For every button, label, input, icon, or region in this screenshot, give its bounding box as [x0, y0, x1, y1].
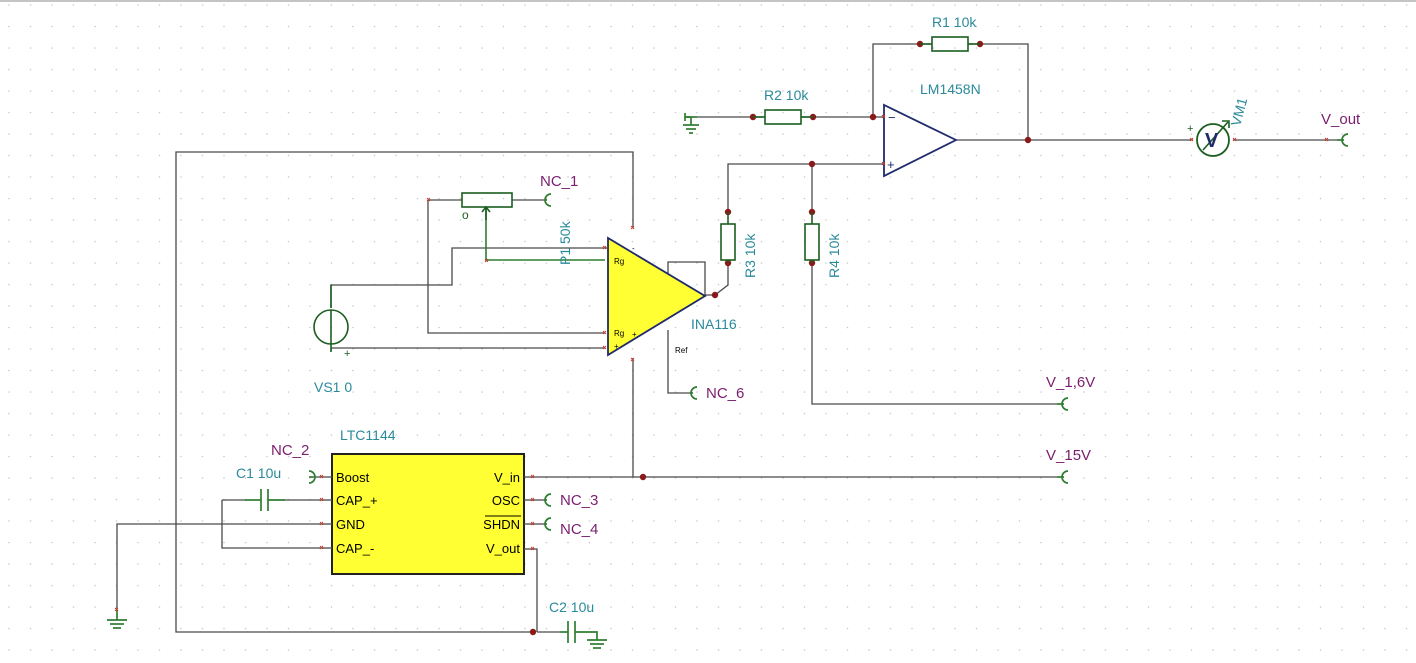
ina-pin-minus: - [632, 244, 635, 253]
voltmeter-vm1[interactable]: V + VM1 [1187, 96, 1250, 157]
connector-nc-1[interactable]: NC_1 [540, 173, 578, 207]
connector-nc-6[interactable]: NC_6 [690, 385, 744, 402]
ltc-pin-shdn: SHDN [483, 517, 520, 532]
r1-label: R1 10k [932, 14, 977, 30]
capacitor-c2[interactable]: C2 10u [549, 599, 598, 643]
pin-markers [114, 114, 1329, 612]
connector-v-out[interactable]: V_out [1321, 111, 1361, 147]
ina-pin-rg-top: Rg [614, 257, 624, 266]
ltc-pin-v-in: V_in [494, 470, 520, 485]
connector-v-15v[interactable]: V_15V [1046, 447, 1091, 484]
connector-nc-3[interactable]: NC_3 [544, 492, 598, 509]
connector-nc-4[interactable]: NC_4 [544, 517, 598, 538]
ina-pin-rg-bottom: Rg [614, 329, 624, 338]
voltmeter-symbol: V [1205, 130, 1219, 152]
ltc-pin-boost: Boost [336, 470, 370, 485]
ina116-label: INA116 [691, 316, 737, 332]
r3-label: R3 10k [742, 233, 758, 278]
capacitor-c1[interactable]: C1 10u [236, 465, 285, 511]
nc-3-label: NC_3 [560, 492, 598, 509]
ltc-pin-cap-minus: CAP_- [336, 541, 374, 556]
potentiometer-p1[interactable]: o P1 50k [461, 192, 573, 265]
v-15v-label: V_15V [1046, 447, 1091, 464]
p1-label: P1 50k [557, 220, 573, 265]
lm1458n-label: LM1458N [920, 81, 981, 97]
c1-label: C1 10u [236, 465, 281, 481]
lm1458n-opamp[interactable]: − + LM1458N [883, 81, 981, 178]
ltc1144-label: LTC1144 [340, 427, 396, 443]
resistor-r1[interactable]: R1 10k [920, 14, 980, 52]
nc-2-label: NC_2 [271, 442, 309, 459]
ground-icon [587, 639, 607, 649]
ina-pin-plus: + [614, 342, 619, 351]
wires [116, 43, 1337, 633]
opamp-minus: − [888, 110, 896, 125]
ground-icon [107, 610, 127, 629]
r2-label: R2 10k [764, 87, 809, 103]
vs1-label: VS1 0 [314, 379, 352, 395]
voltage-source-vs1[interactable]: + VS1 0 [313, 285, 352, 395]
nc-4-label: NC_4 [560, 521, 598, 538]
ina116-amplifier[interactable]: Rg - Rg + + Ref INA116 [605, 236, 737, 357]
ltc-pin-v-out: V_out [486, 541, 520, 556]
ground-icon [683, 113, 699, 134]
ltc-pin-gnd: GND [336, 517, 365, 532]
nc-1-label: NC_1 [540, 173, 578, 190]
ina-pin-ref: Ref [675, 346, 688, 355]
voltmeter-plus: + [1187, 123, 1193, 135]
c2-label: C2 10u [549, 599, 594, 615]
v-out-label: V_out [1321, 111, 1361, 128]
resistor-r2[interactable]: R2 10k [753, 87, 813, 125]
opamp-plus: + [887, 157, 895, 172]
vm1-label: VM1 [1227, 96, 1250, 128]
connector-nc-2[interactable]: NC_2 [271, 442, 316, 484]
connector-v-1-6v[interactable]: V_1,6V [1046, 374, 1095, 411]
r4-label: R4 10k [826, 233, 842, 278]
pot-wiper-marker: o [462, 208, 469, 222]
nc-6-label: NC_6 [706, 385, 744, 402]
vs1-plus: + [344, 348, 350, 360]
ina-pin-plus-in: + [632, 330, 637, 339]
resistor-r3[interactable]: R3 10k [720, 212, 758, 278]
ltc-pin-osc: OSC [492, 493, 520, 508]
v-1-6v-label: V_1,6V [1046, 374, 1095, 391]
ltc-pin-cap-plus: CAP_+ [336, 493, 378, 508]
resistor-r4[interactable]: R4 10k [804, 212, 842, 278]
ltc1144-chip[interactable]: Boost CAP_+ GND CAP_- V_in OSC SHDN V_ou… [322, 427, 533, 575]
